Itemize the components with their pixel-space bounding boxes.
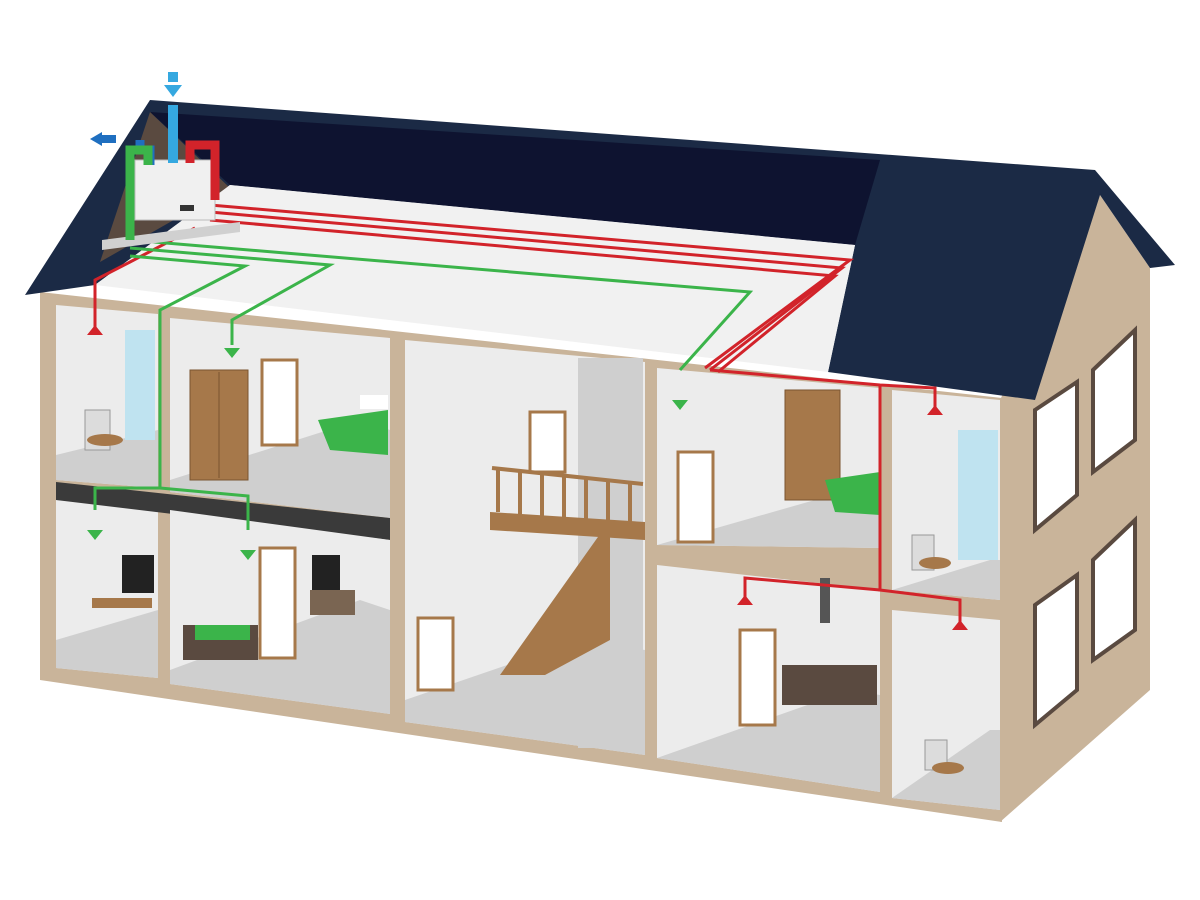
window (1033, 378, 1079, 535)
supply-main-duct (125, 145, 153, 240)
supply-vent-arrow (87, 530, 103, 540)
extract-main-duct (185, 140, 220, 200)
door-landing (528, 410, 567, 474)
desk (92, 598, 152, 608)
attic-back-wall (150, 112, 880, 245)
extract-vent-arrow (87, 325, 103, 335)
floor-slab (56, 482, 390, 540)
shower-glass (125, 330, 155, 440)
supply-vent-arrow (240, 550, 256, 560)
extract-vent-arrow (927, 405, 943, 415)
tv-cabinet (310, 590, 355, 615)
tv (312, 555, 340, 590)
window (1091, 325, 1137, 477)
staircase (500, 520, 610, 675)
bed-left (318, 410, 388, 455)
door-hall (416, 616, 455, 692)
windows (1033, 325, 1137, 730)
kitchen-counter (782, 665, 877, 705)
intake-duct (168, 105, 178, 163)
balcony-railing (491, 466, 644, 524)
bed-right (825, 472, 880, 515)
window (1033, 571, 1079, 730)
shower-glass-right (958, 430, 998, 560)
extract-vent-arrow (952, 620, 968, 630)
exhaust-air-arrow (90, 132, 102, 146)
supply-vent-arrow (672, 400, 688, 410)
window (1091, 515, 1137, 664)
extract-vent-arrow (737, 595, 753, 605)
door-bedroom-right (676, 450, 715, 544)
door-left (260, 358, 299, 447)
range-hood (820, 578, 830, 623)
ventilation-unit (102, 105, 240, 250)
furniture (84, 330, 998, 774)
door-living (258, 546, 297, 660)
fresh-air-intake-arrow (164, 85, 182, 97)
attic-floor (95, 185, 855, 372)
landing (490, 512, 645, 540)
door-kitchen (738, 628, 777, 727)
monitor (122, 555, 154, 593)
extract-ducts (93, 203, 962, 625)
airflow-arrows (87, 72, 968, 630)
supply-ducts (93, 238, 754, 530)
supply-vent-arrow (224, 348, 240, 358)
